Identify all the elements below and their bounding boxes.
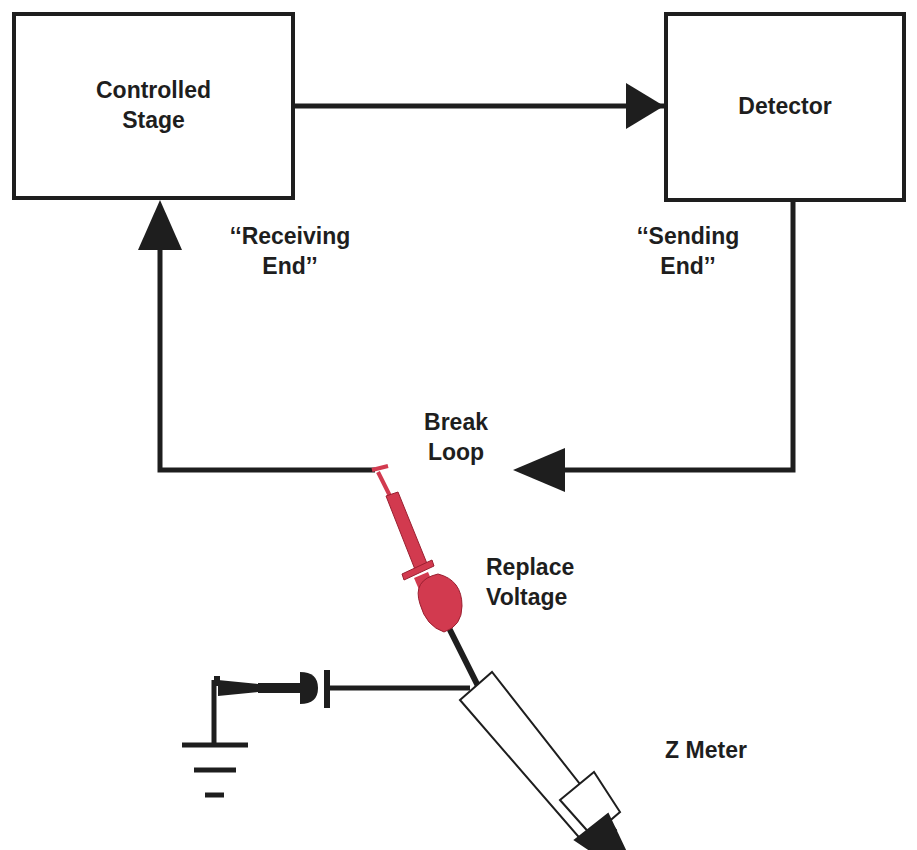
- annotation-label: Z Meter: [636, 736, 776, 766]
- z-meter-probe: [460, 672, 625, 850]
- arrowhead: [138, 200, 182, 250]
- red-probe: [372, 466, 490, 710]
- loop-wire: [555, 200, 793, 470]
- box-label: Detector: [738, 92, 831, 122]
- signal-arrow: [295, 104, 664, 109]
- arrowhead: [513, 448, 565, 492]
- annotation-label: Break Loop: [401, 408, 511, 468]
- process-box: Detector: [664, 12, 906, 202]
- process-box: Controlled Stage: [12, 12, 295, 200]
- annotation-label: Replace Voltage: [486, 553, 606, 613]
- box-label: Controlled Stage: [74, 76, 234, 136]
- ground-probe: [214, 670, 470, 708]
- annotation-label: ‘‘Sending End’’: [608, 222, 768, 282]
- annotation-label: ‘‘Receiving End’’: [205, 222, 375, 282]
- feedback-loop: [160, 200, 793, 470]
- ground-symbol: [182, 680, 248, 795]
